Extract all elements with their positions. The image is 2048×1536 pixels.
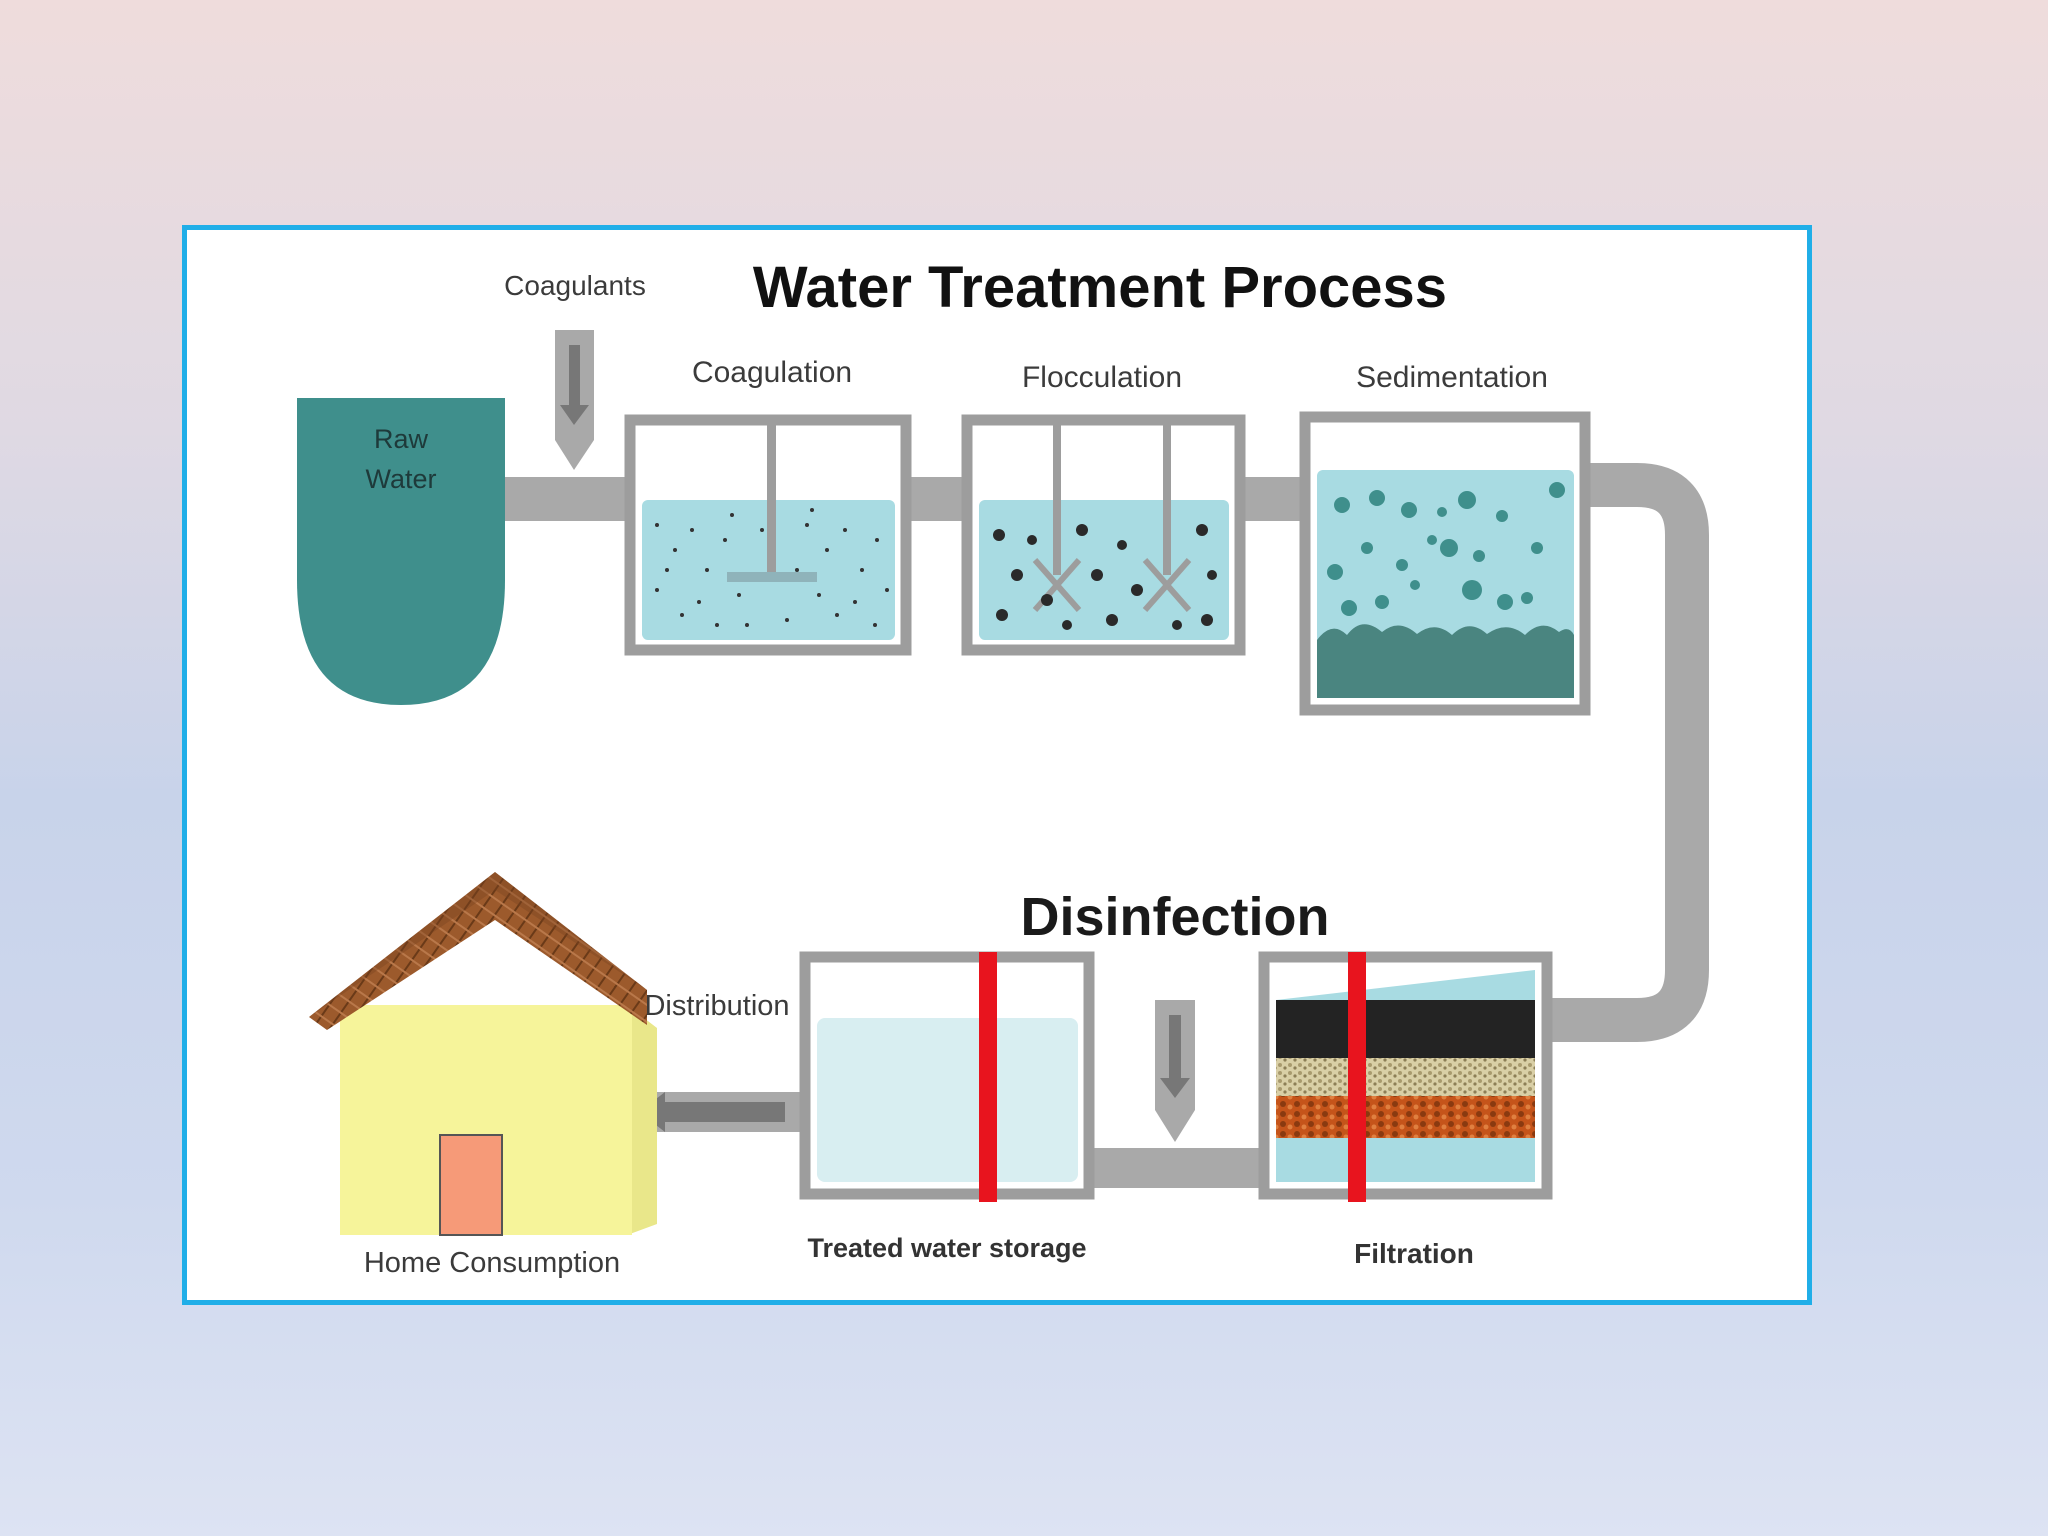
flocculation-label: Flocculation [1022, 361, 1182, 394]
home-consumption-label: Home Consumption [364, 1247, 620, 1279]
coagulation-label: Coagulation [692, 356, 852, 389]
disinfection-label: Disinfection [1020, 887, 1329, 947]
house-roof [309, 872, 647, 1030]
sedimentation-sludge [1317, 624, 1574, 698]
diagram-frame: Water Treatment Process Raw Water Coagul… [182, 225, 1812, 1305]
raw-water-label-line2: Water [365, 464, 436, 494]
house-side-wall [627, 1005, 657, 1235]
coagulants-label: Coagulants [504, 270, 646, 301]
sedimentation-label: Sedimentation [1356, 361, 1548, 394]
flocculation-flocs [993, 524, 1217, 630]
house-roof-ridge [309, 872, 647, 1017]
house-door [439, 1134, 503, 1236]
coagulation-mixer-shaft [767, 425, 776, 575]
treated-water [817, 1018, 1078, 1182]
coagulation-mixer-blade [727, 572, 817, 582]
filtration-gravel-layer [1276, 1096, 1535, 1138]
raw-water-tank [297, 398, 505, 705]
distribution-arrow-icon [639, 1092, 785, 1132]
filtration-carbon-layer [1276, 1000, 1535, 1058]
distribution-label: Distribution [644, 990, 789, 1022]
return-pipe [1547, 463, 1709, 1042]
coagulation-particles [655, 508, 889, 627]
page-title: Water Treatment Process [753, 255, 1447, 320]
treated-water-storage-label: Treated water storage [807, 1233, 1086, 1263]
coagulants-arrow-icon [560, 345, 589, 425]
flocculation-paddle-shaft-2 [1163, 425, 1171, 575]
flocculation-paddle-shaft-1 [1053, 425, 1061, 575]
filtration-outlet-water [1276, 1138, 1535, 1182]
storage-disinfection-line [979, 952, 997, 1202]
disinfectant-arrow-icon [1160, 1015, 1190, 1098]
filtration-disinfection-line [1348, 952, 1366, 1202]
sedimentation-settling-particles [1327, 482, 1565, 616]
filtration-water-top [1276, 970, 1535, 1000]
filtration-label: Filtration [1354, 1238, 1474, 1269]
filtration-sand-layer [1276, 1058, 1535, 1096]
raw-water-label-line1: Raw [374, 424, 429, 454]
water-treatment-diagram: Water Treatment Process Raw Water Coagul… [297, 255, 1709, 1279]
lower-pipe [1089, 1148, 1269, 1188]
